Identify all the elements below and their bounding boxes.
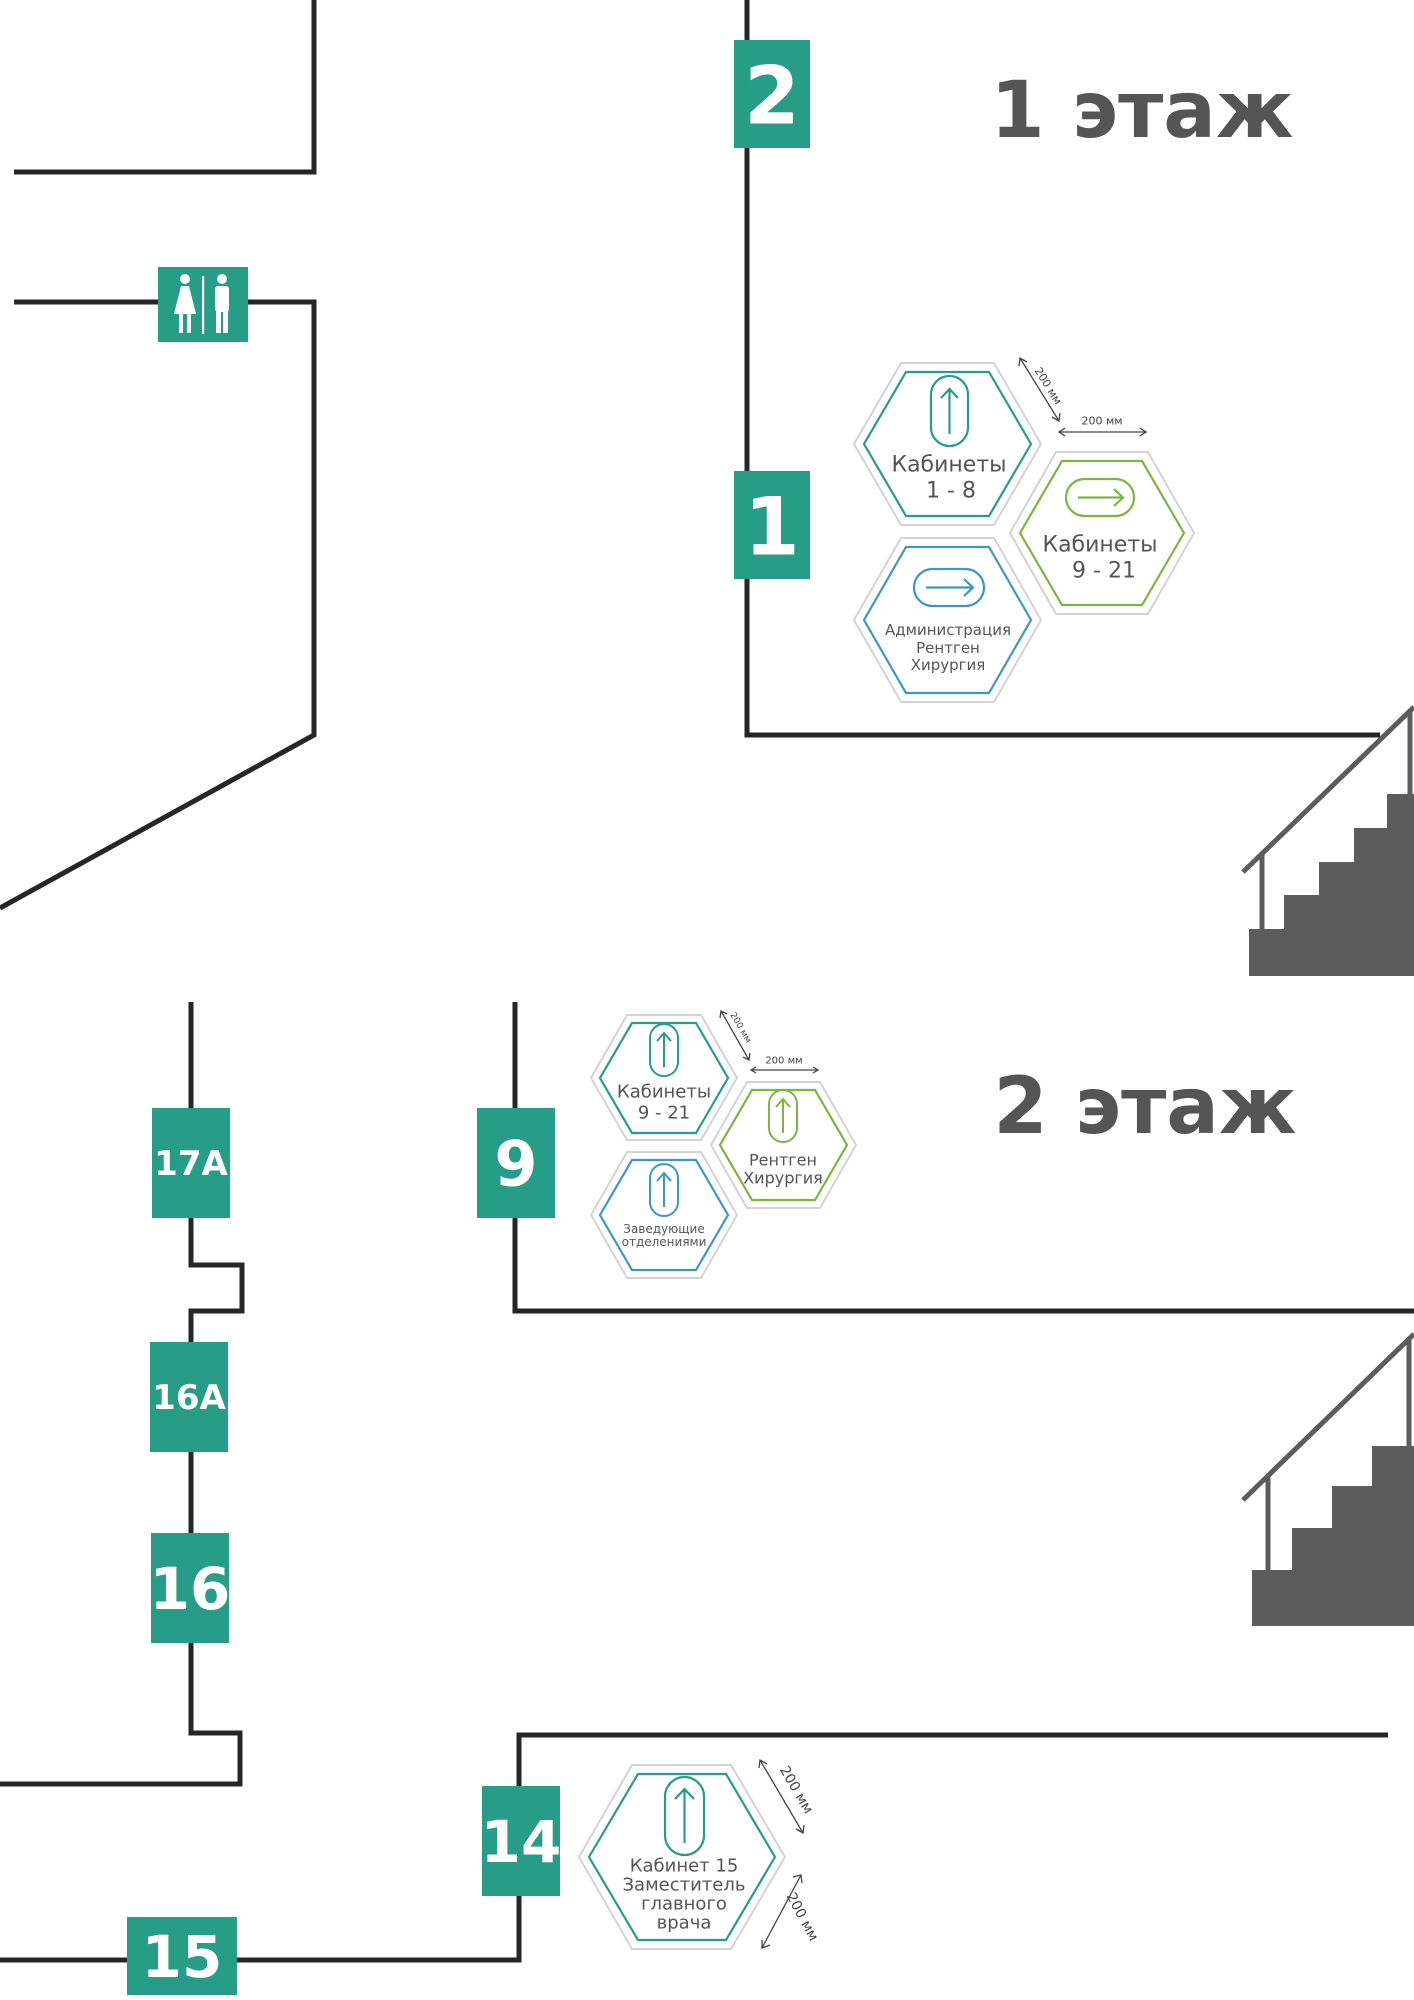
sign-line: Хирургия: [911, 656, 986, 674]
dimension-label: 200 мм: [776, 1763, 816, 1816]
arrow-up-icon: [929, 374, 970, 448]
dimension-mark: 200 мм: [719, 1010, 753, 1061]
wall-floor2-room: [512, 1002, 1414, 1314]
dimension-label: 200 мм: [1081, 415, 1122, 428]
sign-line: врача: [657, 1913, 712, 1934]
sign-line: Заместитель: [623, 1875, 746, 1896]
dimension-mark: 200 мм: [758, 1758, 816, 1835]
sign-line: 1 - 8: [926, 479, 976, 504]
arrow-right-icon: [1064, 477, 1136, 518]
room-number: 1: [744, 481, 800, 574]
wall-floor1-room: [744, 0, 1380, 738]
room-number: 14: [481, 1808, 562, 1876]
dimension-label: 200 мм: [765, 1056, 802, 1067]
room-plate-14: 14: [481, 1786, 562, 1896]
sign-line: Рентген: [916, 639, 980, 657]
sign-line: отделениями: [622, 1235, 707, 1249]
sign-line: главного: [641, 1894, 727, 1915]
hex-sign-cabinets-9-21-floor2: Кабинеты 9 - 21: [589, 1014, 739, 1141]
hex-sign-xray-surgery: Рентген Хирургия: [709, 1081, 858, 1209]
sign-line: Кабинеты: [1042, 533, 1157, 558]
sign-line: Заведующие: [623, 1222, 705, 1236]
arrow-right-icon: [912, 567, 986, 608]
stairs-icon: [1241, 705, 1414, 976]
hex-sign-cabinets-1-8: Кабинеты 1 - 8: [852, 362, 1043, 526]
room-number: 9: [494, 1128, 537, 1201]
sign-line: 9 - 21: [1072, 559, 1136, 584]
wall-left-corridor: [0, 299, 317, 911]
sign-line: Администрация: [885, 621, 1011, 639]
room-plate-9: 9: [477, 1108, 555, 1218]
hex-sign-cabinet-15: Кабинет 15 Заместитель главного врача: [577, 1764, 787, 1950]
stairs-icon: [1241, 1332, 1414, 1626]
dimension-mark: 200 мм: [1018, 356, 1065, 423]
hex-sign-administration: Администрация Рентген Хирургия: [852, 537, 1043, 703]
room-plate-1: 1: [734, 471, 810, 579]
dimension-mark: 200 мм: [1057, 415, 1148, 437]
sign-line: Рентген: [749, 1151, 817, 1170]
hex-sign-cabinets-9-21: Кабинеты 9 - 21: [1008, 451, 1196, 615]
room-plate-16: 16: [150, 1533, 231, 1643]
sign-line: Хирургия: [743, 1169, 823, 1188]
floor-title-1: 1 этаж: [990, 66, 1293, 156]
room-plate-2: 2: [734, 40, 810, 148]
hex-sign-department-heads: Заведующие отделениями: [589, 1151, 739, 1279]
sign-line: Кабинеты: [617, 1082, 711, 1103]
room-number: 17A: [154, 1144, 228, 1184]
room-number: 2: [744, 50, 800, 143]
dimension-mark: 200 мм: [749, 1056, 820, 1074]
dimension-mark: 200 мм: [761, 1874, 822, 1949]
dimension-label: 200 мм: [783, 1890, 822, 1944]
arrow-up-icon: [649, 1023, 679, 1077]
wall-left-column: [0, 1002, 245, 1787]
room-plate-16a: 16A: [150, 1342, 228, 1452]
arrow-up-icon: [768, 1089, 798, 1143]
sign-line: Кабинеты: [891, 453, 1006, 478]
floor-title-2: 2 этаж: [993, 1062, 1296, 1152]
room-number: 16A: [152, 1378, 226, 1418]
restroom-icon: [158, 267, 248, 342]
sign-line: 9 - 21: [638, 1103, 690, 1124]
wall-top-left: [14, 0, 317, 175]
room-plate-17a: 17A: [152, 1108, 230, 1218]
dimension-label: 200 мм: [1032, 365, 1065, 407]
room-plate-15: 15: [127, 1917, 237, 1995]
sign-line: Кабинет 15: [630, 1856, 739, 1877]
room-number: 16: [150, 1555, 231, 1623]
room-number: 15: [142, 1923, 223, 1991]
arrow-up-icon: [663, 1775, 706, 1857]
arrow-up-icon: [649, 1163, 679, 1217]
